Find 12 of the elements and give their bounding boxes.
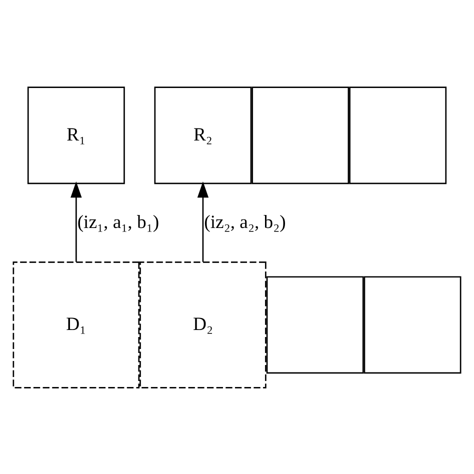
edge-label: (iz₁, a₁, b₁) (77, 211, 160, 232)
edge-label: (iz₂, a₂, b₂) (204, 211, 286, 232)
node-box: R₁ (27, 86, 125, 184)
node-box: D₁ (12, 261, 140, 388)
node-box: D₂ (140, 261, 266, 388)
arrow (70, 181, 82, 262)
node-box (349, 86, 447, 184)
arrow (197, 181, 209, 262)
node-box (266, 276, 364, 374)
node-box: R₂ (154, 86, 252, 184)
node-box (364, 276, 462, 374)
node-box (252, 86, 350, 184)
